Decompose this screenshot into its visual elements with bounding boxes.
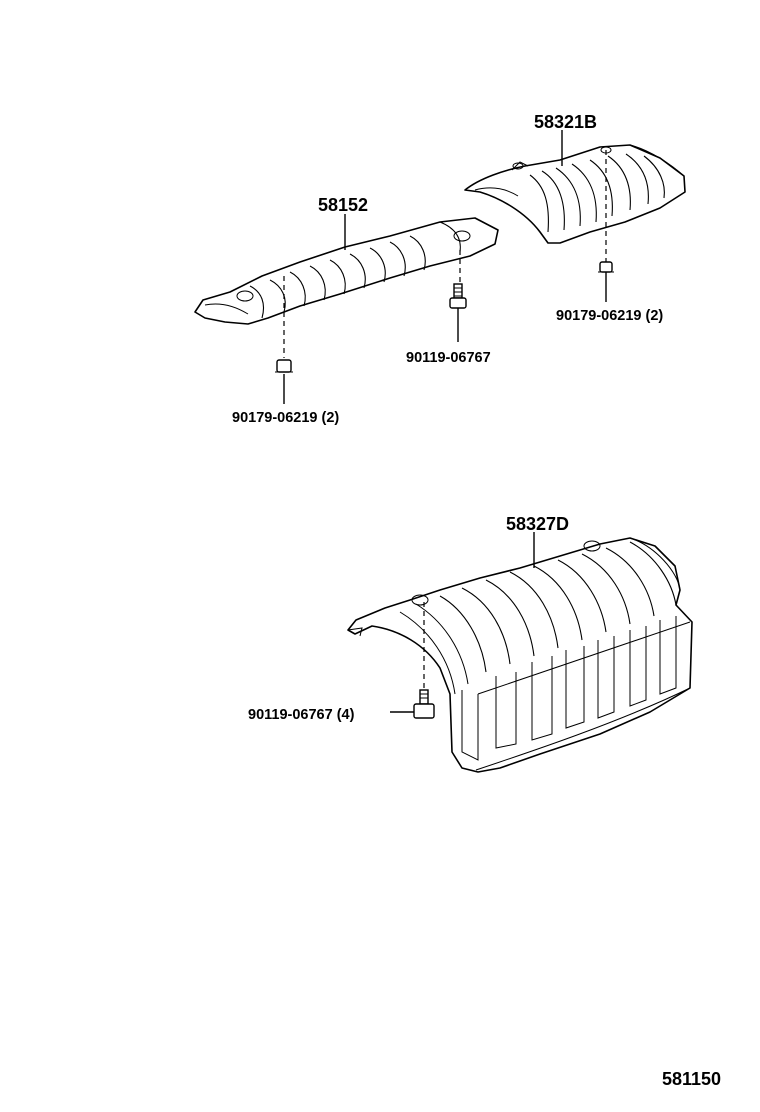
- part-58321b-cover[interactable]: [464, 144, 686, 244]
- bolt-icon[interactable]: [449, 283, 467, 309]
- bolt-icon[interactable]: [413, 689, 435, 719]
- fastener-label-nut-right: 90179-06219 (2): [556, 308, 663, 324]
- part-number-58321b: 58321B: [534, 112, 597, 132]
- figure-id: 581150: [662, 1069, 721, 1089]
- nut-icon[interactable]: [598, 261, 614, 273]
- part-number-58152: 58152: [318, 195, 368, 215]
- part-number-58327d: 58327D: [506, 514, 569, 534]
- part-58327d-cover[interactable]: [347, 537, 693, 773]
- fastener-label-bolt-middle: 90119-06767: [406, 350, 491, 366]
- fastener-label-bolt-lower: 90119-06767 (4): [248, 707, 355, 723]
- fastener-label-nut-left: 90179-06219 (2): [232, 410, 339, 426]
- nut-icon[interactable]: [275, 359, 293, 373]
- part-58152-cover[interactable]: [194, 217, 499, 325]
